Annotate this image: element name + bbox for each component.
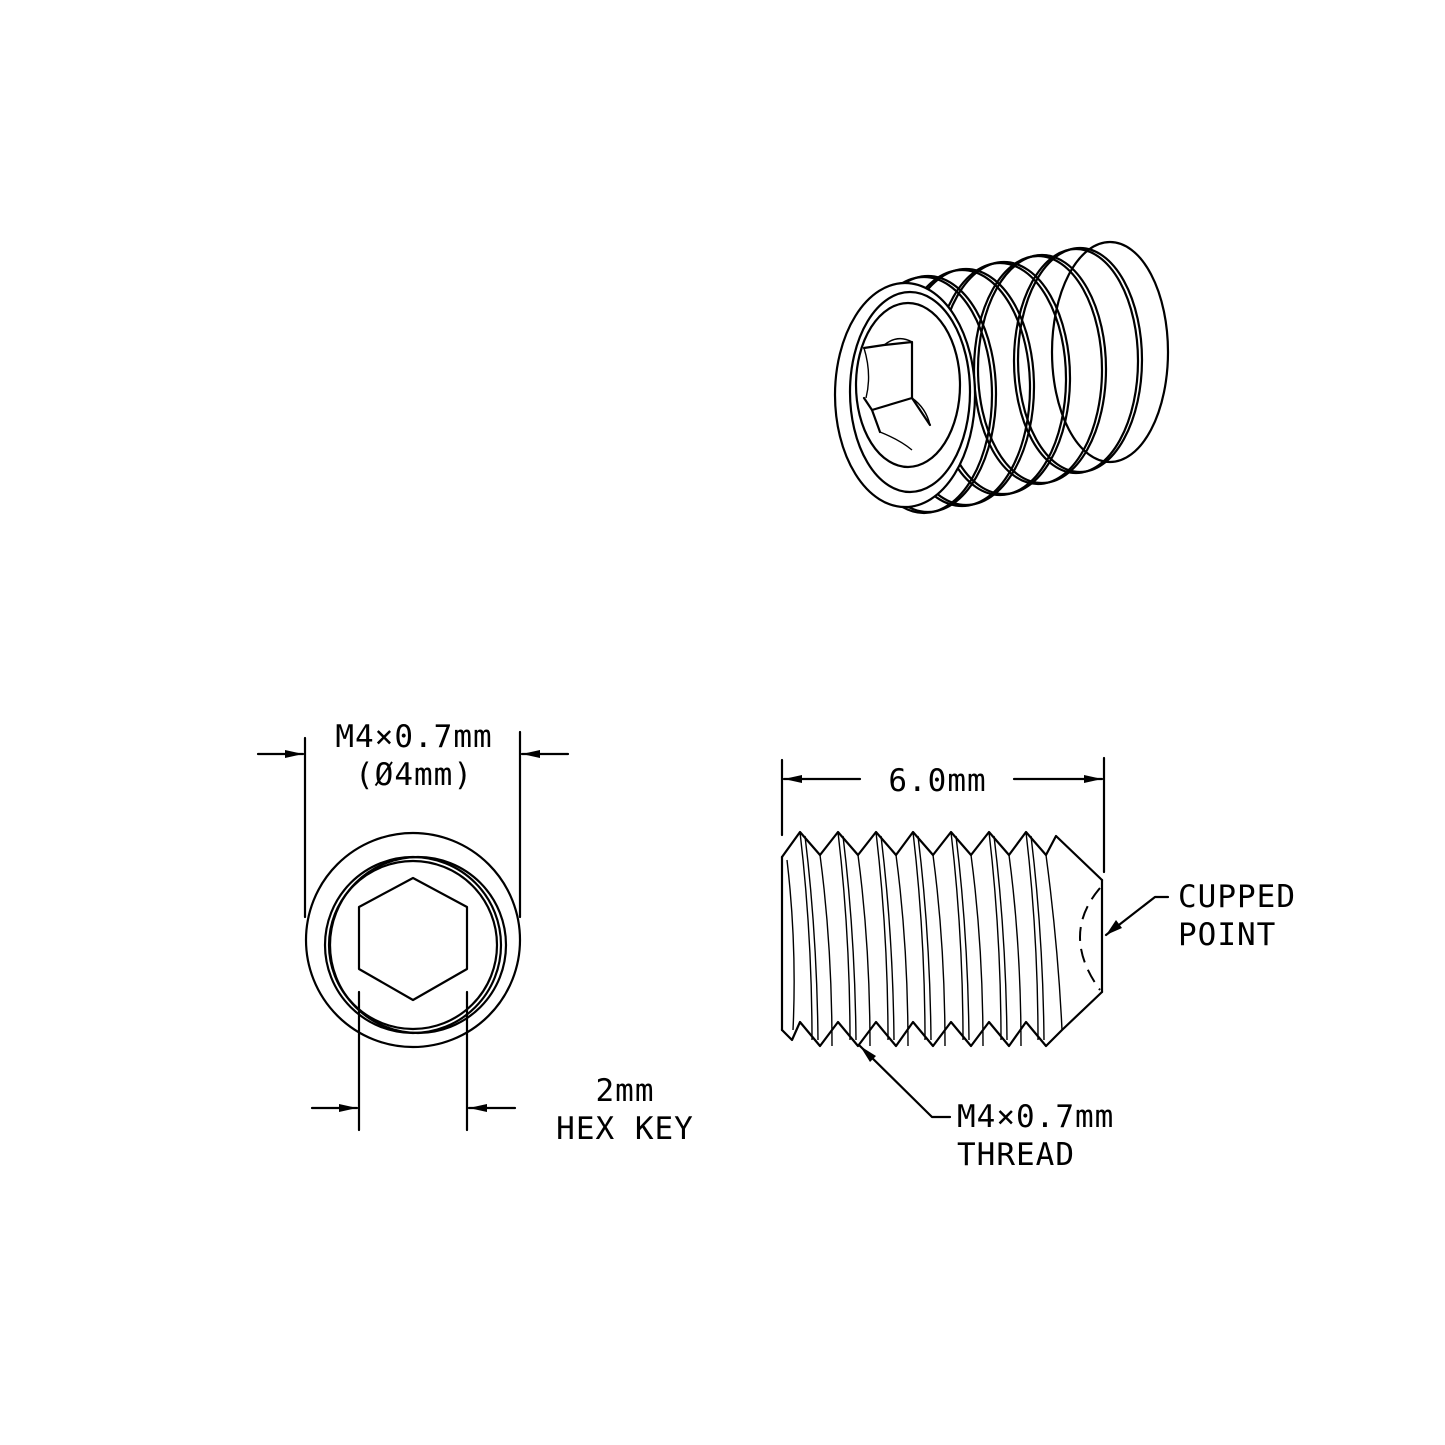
diameter-label: M4×0.7mm (Ø4mm) — [318, 718, 510, 794]
hex-key-size: 2mm — [595, 1073, 655, 1109]
end-view — [256, 730, 570, 1132]
length-label: 6.0mm — [870, 762, 1005, 800]
cupped-point-callout: CUPPED POINT — [1178, 878, 1296, 954]
thread-callout: M4×0.7mm THREAD — [957, 1098, 1114, 1174]
thread-callout-line1: M4×0.7mm — [957, 1099, 1115, 1135]
diameter-label-thread: M4×0.7mm — [335, 719, 493, 755]
thread-callout-line2: THREAD — [957, 1137, 1075, 1173]
side-view — [780, 756, 1170, 1119]
hex-key-label: 2mm HEX KEY — [535, 1072, 715, 1148]
hex-key-text: HEX KEY — [556, 1111, 694, 1147]
length-value: 6.0mm — [888, 763, 987, 799]
diameter-label-size: (Ø4mm) — [355, 757, 473, 793]
cupped-point-hidden-line — [1079, 887, 1101, 991]
hex-socket-outline — [357, 876, 469, 1002]
isometric-view — [833, 240, 1170, 515]
thread-helix-lines — [786, 831, 1063, 1047]
cupped-point-line1: CUPPED — [1178, 879, 1296, 915]
cupped-point-line2: POINT — [1178, 917, 1277, 953]
